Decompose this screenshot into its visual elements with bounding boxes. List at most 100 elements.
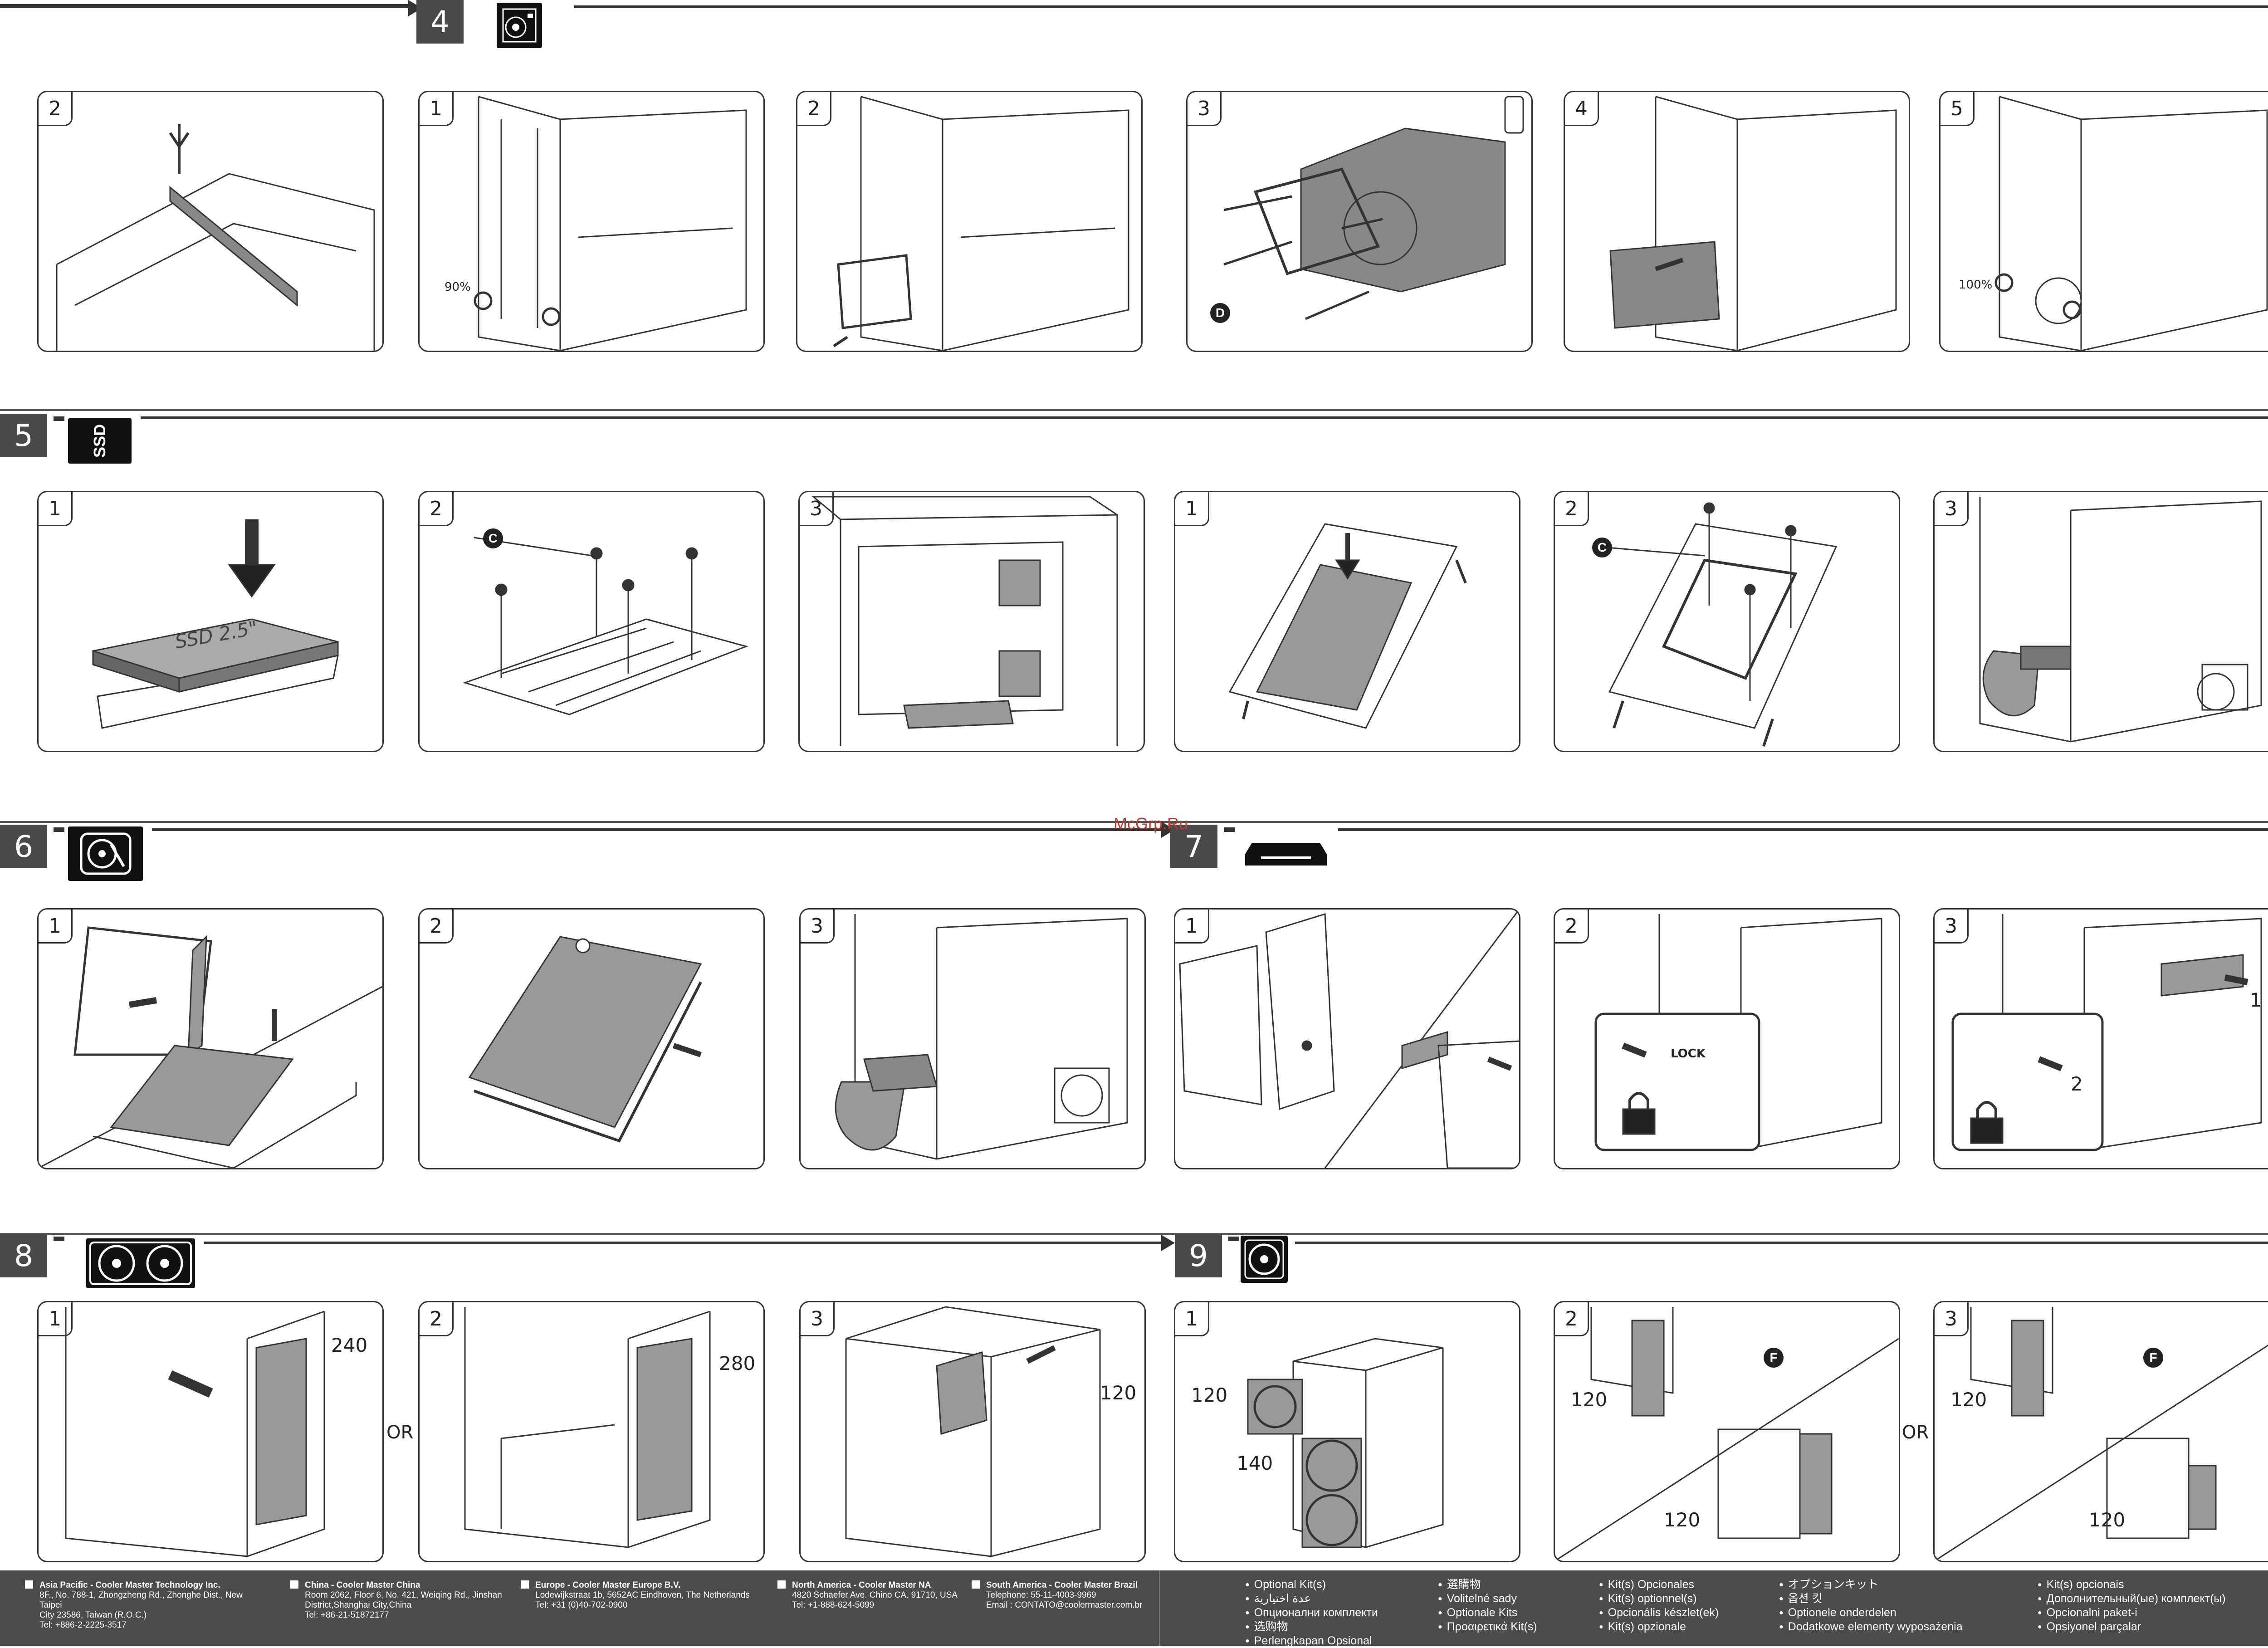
step-panel: 2 280	[418, 1301, 765, 1562]
step-panel: 2	[418, 908, 765, 1169]
step-panel: 1 90%	[418, 91, 765, 352]
hdd-icon	[68, 826, 143, 881]
section-rule	[152, 828, 1163, 831]
step-number: 4	[1565, 92, 1599, 126]
step-number: 3	[1935, 910, 1969, 944]
step-number: 2	[39, 92, 73, 126]
step-number: 1	[39, 910, 73, 944]
step-panel: 3 D	[1186, 91, 1533, 352]
office-asia-pacific: Asia Pacific - Cooler Master Technology …	[25, 1580, 265, 1630]
footer: Asia Pacific - Cooler Master Technology …	[0, 1570, 2268, 1648]
step-number: 1	[1175, 910, 1209, 944]
step-panel: 3	[798, 491, 1145, 752]
step-number: 3	[801, 1302, 835, 1336]
step-number: 1	[420, 92, 454, 126]
or-text: OR	[1902, 1422, 1929, 1443]
section-rule	[0, 4, 408, 8]
step-number: 2	[797, 92, 831, 126]
dash	[54, 827, 64, 832]
step-panel: 1 SSD 2.5"	[37, 491, 384, 752]
office-north-america: North America - Cooler Master NA 4820 Sc…	[777, 1580, 1018, 1610]
rule-arrowhead	[1161, 1235, 1175, 1251]
step-number: 3	[800, 492, 834, 526]
step-panel: 3 120	[799, 1301, 1146, 1562]
section-rule	[574, 5, 2268, 8]
section-rule	[1338, 828, 2268, 831]
psu-icon	[497, 3, 542, 48]
radiator-icon	[86, 1238, 195, 1288]
step-panel: 2	[796, 91, 1143, 352]
section-rule	[1295, 1242, 2268, 1244]
size-label: 240	[331, 1334, 368, 1356]
office-south-america: South America - Cooler Master Brazil Tel…	[972, 1580, 1153, 1610]
size-label: 120	[2089, 1509, 2126, 1531]
step-panel: 2 120 120 F	[1554, 1301, 1900, 1562]
odd-drive-icon	[1241, 829, 1331, 875]
step-number: 2	[1555, 1302, 1589, 1336]
step-panel: 4	[1564, 91, 1910, 352]
divider	[0, 821, 2268, 823]
section-rule	[204, 1242, 1163, 1244]
step-number: 2	[1555, 910, 1589, 944]
step-number: 1	[39, 1302, 73, 1336]
size-label: 120	[1664, 1509, 1701, 1531]
size-label: 120	[1191, 1384, 1228, 1406]
rotation-label: 100%	[1959, 278, 1993, 292]
screw-f-badge: F	[2143, 1348, 2163, 1368]
step-panel: 3 1 2	[1933, 908, 2268, 1169]
step-panel: 2	[37, 91, 384, 352]
size-label: 120	[1100, 1382, 1137, 1404]
step-panel: 1	[1174, 908, 1520, 1169]
size-label: 280	[719, 1352, 756, 1374]
step-panel: 1 240	[37, 1301, 384, 1562]
section-number: 9	[1175, 1234, 1222, 1277]
step-panel: 2 C	[1554, 491, 1900, 752]
dash	[54, 1237, 64, 1241]
screw-c-badge: C	[1592, 538, 1612, 557]
or-text: OR	[386, 1422, 414, 1443]
size-label: 120	[1571, 1389, 1608, 1411]
lock-label: LOCK	[1671, 1047, 1706, 1061]
divider	[0, 1233, 2268, 1235]
kits-column: Kit(s) opcionaisДополнительный(ые) компл…	[2038, 1578, 2226, 1634]
step-number: 3	[801, 910, 835, 944]
kits-column: Kit(s) OpcionalesKit(s) optionnel(s)Opci…	[1599, 1578, 1719, 1634]
step-panel: 3	[1933, 491, 2268, 752]
kits-column: Optional Kit(s)عدة اختياريةОпционални ко…	[1245, 1578, 1378, 1648]
office-europe: Europe - Cooler Master Europe B.V. Lodew…	[521, 1580, 761, 1610]
divider	[0, 409, 2268, 411]
step-panel: 1	[1174, 491, 1520, 752]
step-panel: 3	[799, 908, 1146, 1169]
step-panel: 1 120 140	[1174, 1301, 1520, 1562]
section-number: 5	[0, 414, 47, 457]
callout-1: 1	[2250, 989, 2262, 1011]
step-number: 2	[420, 910, 454, 944]
step-number: 1	[1175, 492, 1209, 526]
step-number: 3	[1935, 492, 1969, 526]
kits-column: 選購物Volitelné sadyOptionale KitsΠροαιρετι…	[1438, 1578, 1537, 1634]
section-rule	[141, 416, 2268, 419]
step-number: 5	[1941, 92, 1975, 126]
step-panel: 2 LOCK	[1554, 908, 1900, 1169]
step-number: 3	[1188, 92, 1222, 126]
ssd-icon: SSD	[68, 418, 132, 464]
step-number: 2	[420, 492, 454, 526]
section-number: 7	[1170, 825, 1217, 868]
dash	[1228, 1237, 1239, 1241]
dash	[54, 416, 64, 421]
callout-2: 2	[2071, 1073, 2083, 1095]
step-panel: 5 100%	[1939, 91, 2268, 352]
kits-column: オプションキット옵션 킷Optionele onderdelenDodatkow…	[1779, 1578, 1963, 1634]
step-number: 1	[1175, 1302, 1209, 1336]
screw-c-badge: C	[483, 528, 503, 548]
screw-f-badge: F	[1764, 1348, 1784, 1368]
step-number: 2	[420, 1302, 454, 1336]
size-label: 120	[1950, 1389, 1987, 1411]
section-number: 6	[0, 825, 47, 868]
fan-icon	[1241, 1236, 1288, 1283]
office-china: China - Cooler Master China Room 2062, F…	[290, 1580, 531, 1620]
screw-d-badge: D	[1210, 303, 1230, 323]
section-number: 4	[416, 0, 464, 44]
step-panel: 3 120 120 F	[1933, 1301, 2268, 1562]
footer-separator	[1159, 1570, 1160, 1646]
